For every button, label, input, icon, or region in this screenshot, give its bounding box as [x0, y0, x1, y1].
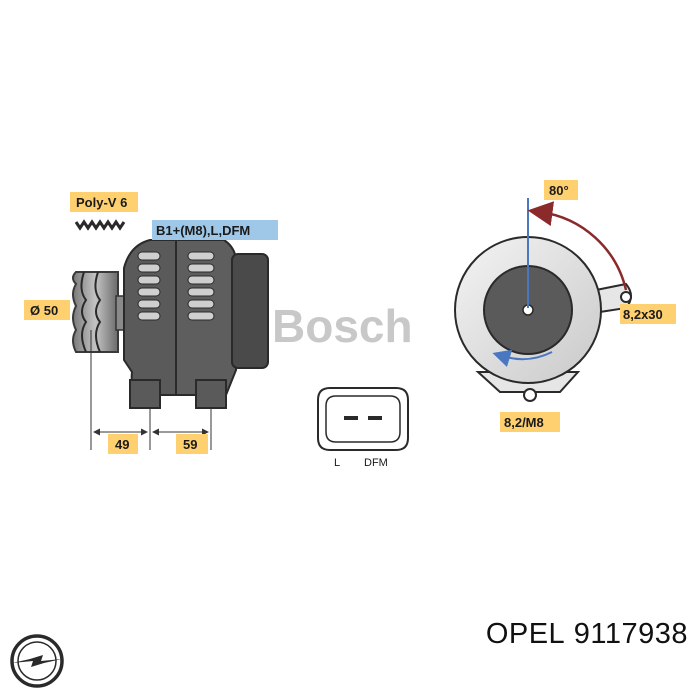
rotation-direction-arrow [492, 349, 553, 367]
mount-top-label: 8,2x30 [623, 307, 663, 322]
belt-tag: Poly-V 6 [70, 192, 138, 212]
pulley-diameter-label: Ø 50 [30, 303, 58, 318]
connector-pin-dfm-label: DFM [364, 457, 388, 469]
brand-name: OPEL [485, 618, 566, 650]
belt-label: Poly-V 6 [76, 195, 127, 210]
alternator-front-view [454, 198, 632, 402]
rear-cap [231, 253, 269, 369]
alternator-side-view [72, 219, 269, 450]
rotation-angle-arrow [527, 201, 628, 291]
pin-dfm-icon [368, 416, 382, 420]
part-number: 9117938 [573, 618, 688, 650]
terminals-label: B1+(M8),L,DFM [156, 223, 250, 238]
angle-tag: 80° [544, 180, 578, 200]
angle-label: 80° [549, 183, 569, 198]
upper-mount-hole-icon [620, 291, 632, 303]
mount-bottom-label: 8,2/M8 [504, 415, 544, 430]
mount-bottom-tag: 8,2/M8 [500, 412, 560, 432]
dim-right-label: 59 [183, 437, 197, 452]
terminals-tag: B1+(M8),L,DFM [152, 220, 278, 240]
part-label: OPEL 9117938 [486, 618, 688, 651]
dim-left-label: 49 [115, 437, 129, 452]
pulley-diameter-tag: Ø 50 [24, 300, 70, 320]
dim-right-tag: 59 [176, 434, 208, 454]
mount-top-tag: 8,2x30 [620, 304, 676, 324]
belt-profile-icon [74, 219, 126, 231]
watermark-text: Bosch [272, 300, 413, 352]
opel-logo [10, 634, 64, 688]
connector-plug: L DFM [317, 387, 409, 469]
pin-l-icon [344, 416, 358, 420]
dim-left-tag: 49 [108, 434, 138, 454]
bosch-watermark: c Bosch [214, 300, 413, 352]
lower-mount-hole-icon [523, 388, 537, 402]
connector-pin-l-label: L [334, 457, 340, 469]
